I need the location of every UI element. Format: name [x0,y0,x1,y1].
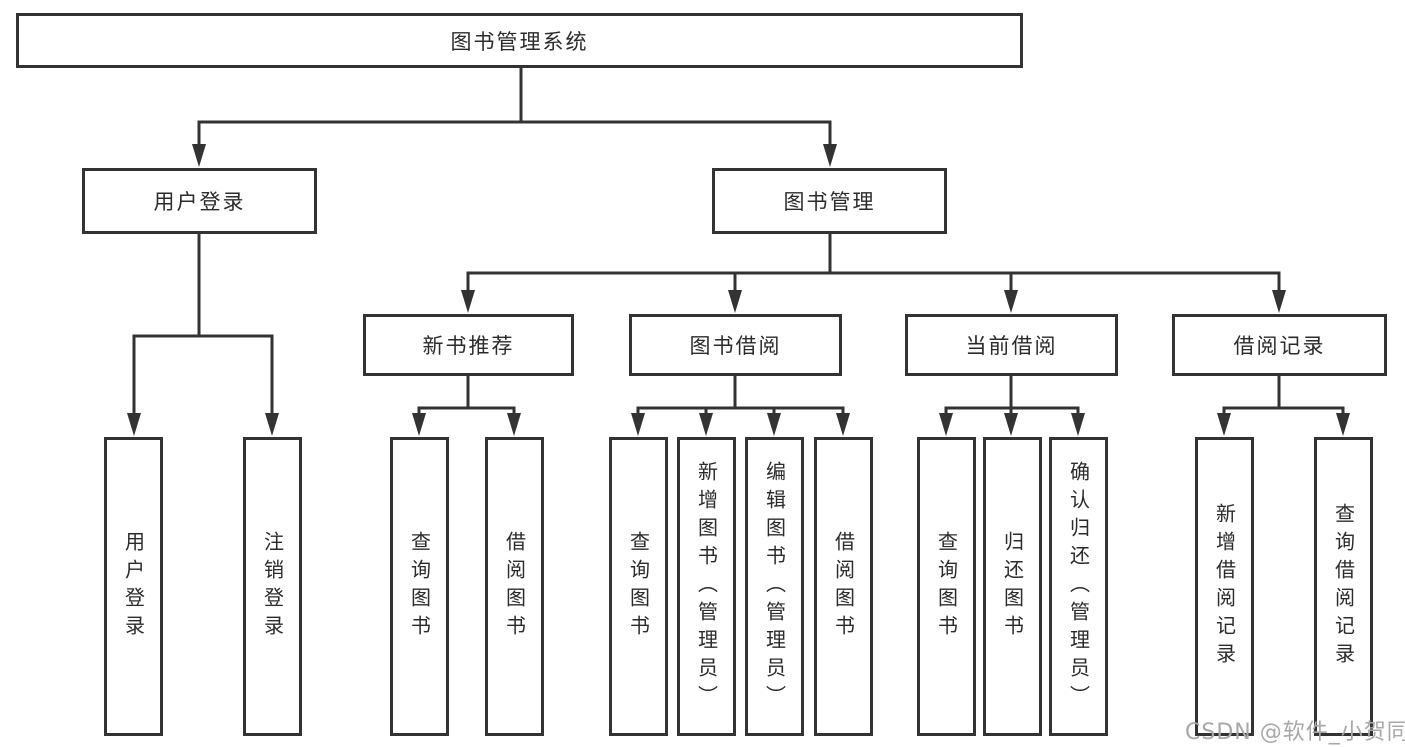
node-borrow-records: 借阅记录 [1172,314,1387,376]
leaf-add-book-admin: 新增图书（管理员） [677,437,736,736]
connector-root-branch [197,68,832,146]
arrowhead [631,413,645,436]
arrowhead [1071,413,1085,436]
connector-current-branch [944,376,1080,415]
node-user-login: 用户登录 [82,168,317,234]
arrowhead [507,413,521,436]
leaf-edit-book-admin: 编辑图书（管理员） [745,437,804,736]
node-book-borrow: 图书借阅 [629,314,842,376]
leaf-query-books-borrow: 查询图书 [609,437,668,736]
arrowheads [127,144,1350,436]
leaf-return-books: 归还图书 [983,437,1042,736]
connector-recommend-branch [417,376,516,415]
leaf-query-borrow-record: 查询借阅记录 [1314,437,1373,736]
connector-mgmt-branch [466,234,1281,292]
arrowhead [1004,413,1018,436]
leaf-logout: 注销登录 [243,437,302,736]
arrowhead [836,413,850,436]
node-current-borrow: 当前借阅 [905,314,1118,376]
arrowhead [699,413,713,436]
arrowhead [1004,290,1018,313]
arrowhead [1217,413,1231,436]
arrowhead [192,144,206,167]
connector-records-branch [1222,376,1345,415]
connector-login-branch [132,234,274,415]
leaf-user-login: 用户登录 [104,437,163,736]
leaf-query-books-current: 查询图书 [917,437,976,736]
leaf-borrow-books: 借阅图书 [814,437,873,736]
connector-borrow-branch [636,376,845,415]
arrowhead [1336,413,1350,436]
arrowhead [939,413,953,436]
arrowhead [728,290,742,313]
leaf-query-books-recommend: 查询图书 [390,437,449,736]
leaf-confirm-return-admin: 确认归还（管理员） [1049,437,1108,736]
arrowhead [461,290,475,313]
arrowhead [1272,290,1286,313]
csdn-watermark: CSDN @软件_小贺同学 [1185,720,1405,745]
arrowhead [767,413,781,436]
arrowhead [127,413,141,436]
node-new-book-recommend: 新书推荐 [363,314,574,376]
arrowhead [265,413,279,436]
leaf-add-borrow-record: 新增借阅记录 [1195,437,1254,736]
arrowhead [412,413,426,436]
leaf-borrow-books-recommend: 借阅图书 [485,437,544,736]
arrowhead [823,144,837,167]
node-library-system: 图书管理系统 [16,13,1023,68]
node-book-management: 图书管理 [712,168,947,234]
